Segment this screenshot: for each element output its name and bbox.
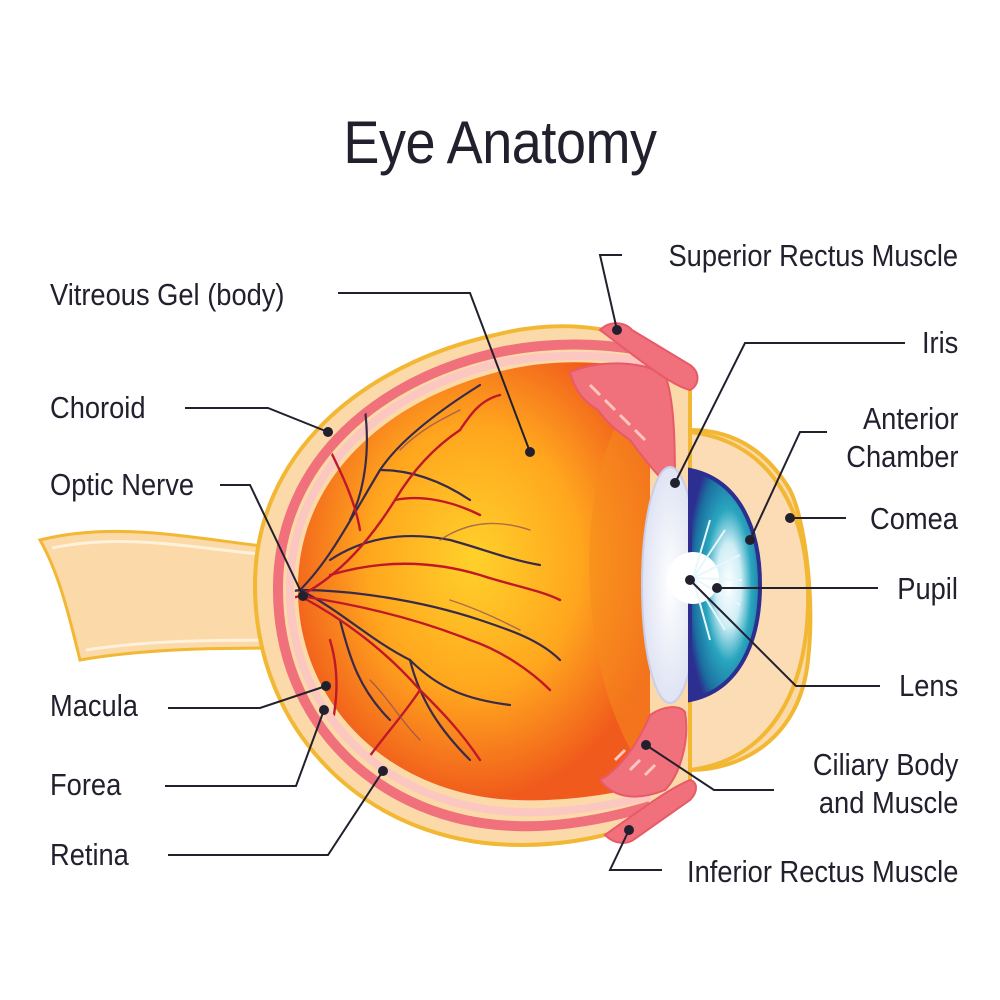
label-ciliary-line1: Ciliary Body — [812, 747, 958, 782]
label-forea: Forea — [50, 767, 122, 802]
leader-superior-rectus — [598, 254, 622, 331]
leader-optic-nerve — [220, 484, 304, 597]
leader-iris — [674, 342, 905, 484]
label-inferior-rectus: Inferior Rectus Muscle — [686, 854, 958, 889]
label-choroid: Choroid — [50, 390, 146, 425]
leader-dots — [298, 325, 795, 835]
label-comea: Comea — [870, 501, 958, 536]
label-ciliary-line2: and Muscle — [818, 785, 958, 820]
label-superior-rectus: Superior Rectus Muscle — [668, 238, 958, 273]
vitreous-body — [297, 362, 650, 801]
choroid-layer — [272, 339, 652, 832]
label-ciliary-body: Ciliary Body and Muscle — [812, 746, 958, 822]
label-iris: Iris — [921, 325, 958, 360]
leader-inferior-rectus — [608, 829, 662, 871]
label-anterior-chamber: Anterior Chamber — [846, 400, 958, 476]
leader-lens — [689, 579, 880, 687]
label-anterior-chamber-line2: Chamber — [845, 439, 958, 474]
leader-ciliary — [645, 744, 774, 791]
leader-vitreous — [338, 292, 531, 453]
leader-macula — [168, 685, 327, 709]
label-macula: Macula — [50, 688, 138, 723]
leader-forea — [165, 709, 325, 787]
leader-lines — [165, 254, 905, 871]
superior-rectus-muscle — [598, 322, 699, 392]
label-optic-nerve: Optic Nerve — [50, 467, 195, 502]
label-retina: Retina — [50, 837, 129, 872]
leader-choroid — [185, 407, 329, 433]
leader-retina — [168, 770, 384, 856]
label-anterior-chamber-line1: Anterior — [862, 401, 958, 436]
page-title: Eye Anatomy — [343, 109, 657, 176]
label-vitreous-gel: Vitreous Gel (body) — [50, 277, 285, 312]
label-pupil: Pupil — [897, 571, 958, 606]
leader-anterior-chamber — [749, 431, 827, 541]
optic-nerve-stalk — [37, 529, 294, 662]
ciliary-body-lower — [598, 706, 688, 798]
label-lens: Lens — [898, 668, 958, 703]
